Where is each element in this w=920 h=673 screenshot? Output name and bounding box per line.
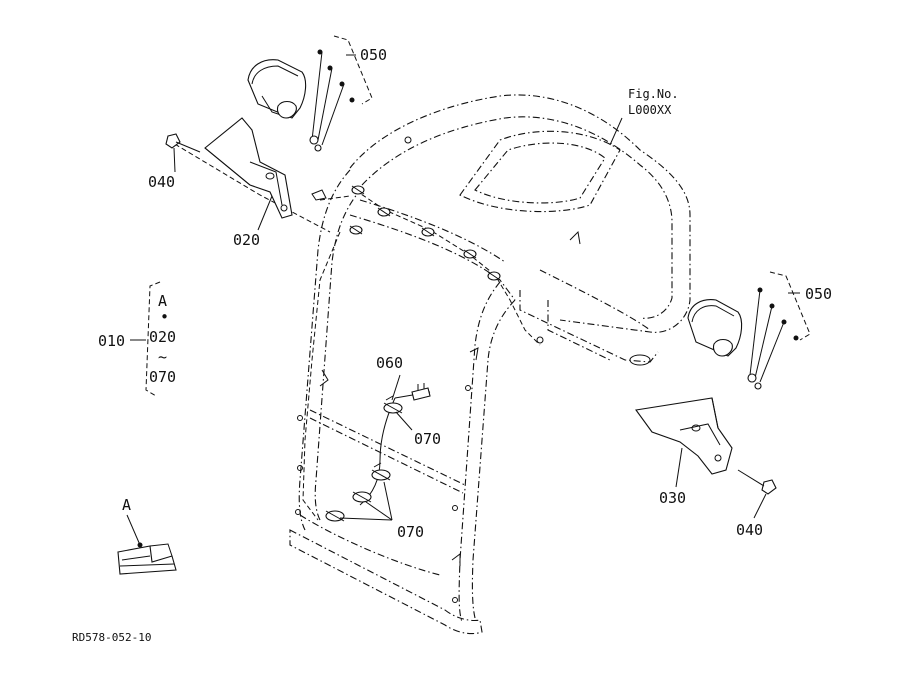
clamp — [377, 207, 391, 217]
canopy-frame — [289, 94, 691, 635]
set-dot: • — [160, 308, 169, 326]
clamp — [349, 225, 363, 235]
clamp-070 — [383, 395, 403, 414]
fig-no-label: Fig.No. — [628, 87, 679, 101]
callout-050-right: 050 — [805, 285, 832, 303]
callout-010: 010 — [98, 332, 125, 350]
bracket-030 — [635, 397, 733, 475]
callout-020: 020 — [233, 231, 260, 249]
detail-letter: A — [122, 496, 131, 514]
wiring-harness — [167, 139, 541, 521]
bracket-020 — [204, 117, 293, 219]
detail-view-a: A — [117, 496, 177, 575]
clamp-070 — [325, 510, 345, 522]
connector-060 — [411, 383, 431, 401]
leader-lines — [130, 54, 800, 521]
clamp-070 — [352, 491, 372, 503]
set-from: 020 — [149, 328, 176, 346]
set-range: ~ — [158, 348, 167, 366]
clamp — [463, 249, 477, 259]
callout-030: 030 — [659, 489, 686, 507]
callout-060: 060 — [376, 354, 403, 372]
harness-clamps — [311, 185, 501, 281]
group-bracket-050-top — [333, 35, 373, 105]
clamp — [487, 271, 501, 281]
clamp — [351, 185, 365, 195]
set-group-010: A • 020 ~ 070 — [145, 281, 176, 397]
set-to: 070 — [149, 368, 176, 386]
callout-040-left: 040 — [148, 173, 175, 191]
clamp-070 — [371, 462, 391, 481]
callout-070-lower: 070 — [397, 523, 424, 541]
callout-040-right: 040 — [736, 521, 763, 539]
drawing-code: RD578-052-10 — [72, 631, 151, 644]
callouts: 050 050 040 040 020 030 060 070 070 010 — [98, 46, 832, 541]
bolt-040-right — [737, 469, 777, 495]
clamp — [421, 227, 435, 237]
clamp-070-group — [325, 383, 431, 522]
bolt-040-left — [165, 133, 201, 153]
set-letter: A — [158, 292, 167, 310]
group-bracket-050-right — [769, 271, 811, 341]
figure-reference: Fig.No. L000XX — [628, 87, 679, 117]
fig-no-value: L000XX — [628, 103, 672, 117]
callout-050-top: 050 — [360, 46, 387, 64]
work-light-left — [247, 49, 355, 152]
callout-070-upper: 070 — [414, 430, 441, 448]
work-light-right — [687, 287, 799, 390]
